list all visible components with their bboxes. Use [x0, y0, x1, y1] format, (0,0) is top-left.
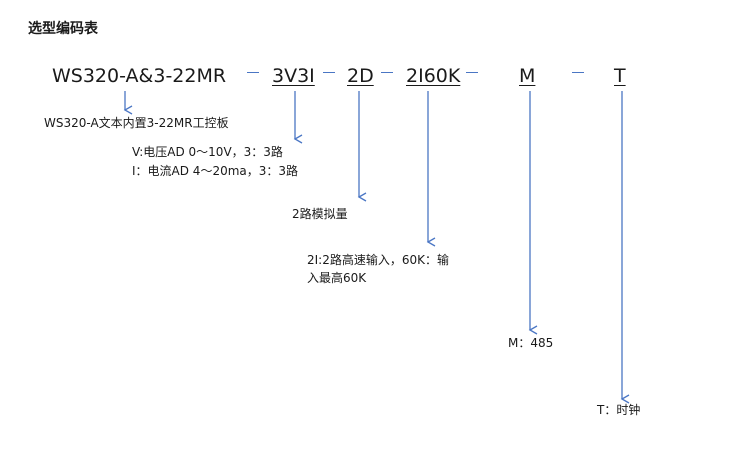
desc-clock: T：时钟 [597, 403, 641, 417]
desc-io-current: I：电流AD 4～20ma，3：3路 [132, 164, 299, 178]
separator-dash [466, 72, 478, 73]
code-segment-clock: T [614, 65, 626, 87]
code-segment-input: 2I60K [406, 65, 461, 87]
model-code: WS320-A&3-22MR [52, 65, 227, 87]
code-segment-comm: M [519, 65, 536, 87]
desc-input-line2: 入最高60K [307, 271, 367, 285]
page-title: 选型编码表 [28, 21, 98, 37]
separator-dash [572, 72, 584, 73]
desc-input-line1: 2I:2路高速输入，60K：输 [307, 253, 449, 267]
code-segment-io: 3V3I [272, 65, 315, 87]
desc-model: WS320-A文本内置3-22MR工控板 [44, 116, 229, 130]
separator-dash [323, 72, 335, 73]
code-segment-analog: 2D [347, 65, 374, 87]
separator-dash [247, 72, 259, 73]
desc-analog: 2路模拟量 [292, 207, 348, 221]
desc-comm: M：485 [508, 336, 554, 350]
desc-io-voltage: V:电压AD 0～10V，3：3路 [132, 145, 283, 159]
separator-dash [381, 72, 393, 73]
